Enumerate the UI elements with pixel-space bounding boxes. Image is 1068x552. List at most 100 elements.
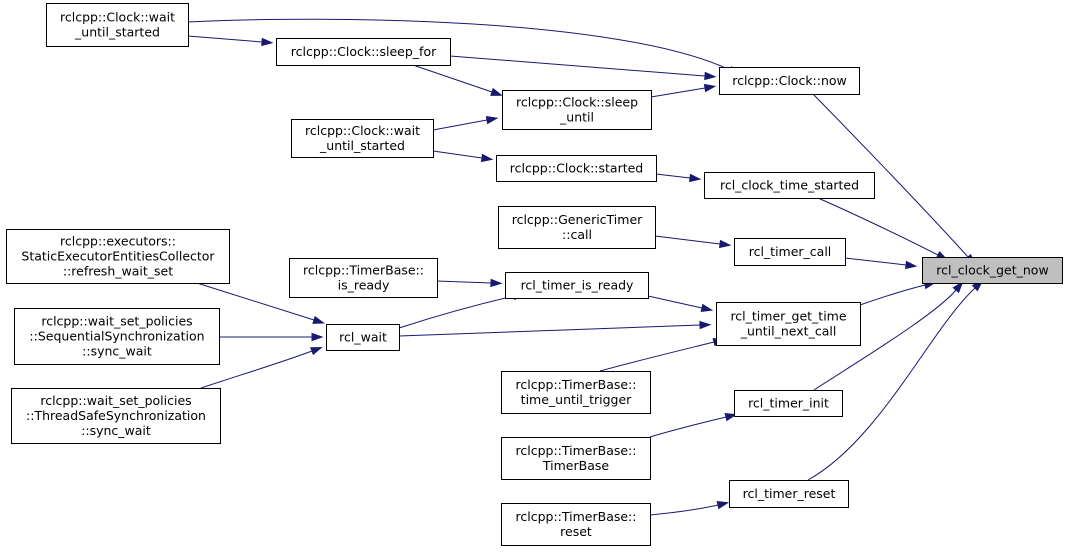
node-label: reset xyxy=(560,524,592,539)
edge-line xyxy=(398,295,515,329)
edge-rcl_timer_call-to-rcl_clock_get_now xyxy=(844,257,918,270)
node-box xyxy=(704,172,875,199)
node-clock-sleep-until[interactable]: rclcpp::Clock::sleep_until xyxy=(502,90,652,130)
node-label: _until_started xyxy=(74,25,160,40)
node-clock-started[interactable]: rclcpp::Clock::started xyxy=(496,155,657,182)
edge-rcl_timer_get_time_until_next_call-to-rcl_clock_get_now xyxy=(859,281,937,306)
edge-line xyxy=(859,284,926,306)
node-timerbase-ctor[interactable]: rclcpp::TimerBase::TimerBase xyxy=(501,437,651,480)
node-rcl-timer-call[interactable]: rcl_timer_call xyxy=(734,238,846,266)
edge-line xyxy=(812,93,969,258)
edge-ts_sync_wait-to-rcl_wait xyxy=(200,346,323,389)
arrowhead-icon xyxy=(716,501,730,510)
node-timerbase-reset[interactable]: rclcpp::TimerBase::reset xyxy=(501,503,651,546)
node-box xyxy=(501,437,651,480)
edge-line xyxy=(647,295,703,309)
arrowhead-icon xyxy=(699,320,712,330)
arrowhead-icon xyxy=(312,315,325,324)
node-label: ::refresh_wait_set xyxy=(63,264,173,279)
node-clock-now[interactable]: rclcpp::Clock::now xyxy=(719,67,860,95)
node-box xyxy=(734,390,843,417)
node-refresh-wait-set[interactable]: rclcpp::executors::StaticExecutorEntitie… xyxy=(6,229,230,284)
node-label: rclcpp::TimerBase:: xyxy=(516,443,637,458)
arrowhead-icon xyxy=(905,260,918,270)
edge-clock_wait_until_started_mid-to-clock_sleep_until xyxy=(432,115,499,131)
arrowhead-icon xyxy=(700,303,714,312)
node-label: rclcpp::TimerBase:: xyxy=(516,377,637,392)
node-box xyxy=(719,67,860,95)
node-label: rclcpp::GenericTimer xyxy=(512,212,643,227)
edge-rcl_timer_init-to-rcl_clock_get_now xyxy=(813,281,964,391)
node-rcl-wait[interactable]: rcl_wait xyxy=(326,324,400,351)
node-label: rclcpp::Clock::wait xyxy=(60,10,175,25)
node-label: ::sync_wait xyxy=(81,423,151,438)
edge-timerbase_ctor-to-rcl_timer_init xyxy=(649,413,738,438)
node-label: time_until_trigger xyxy=(521,392,633,407)
node-box xyxy=(734,238,846,266)
node-label: rcl_timer_reset xyxy=(743,486,836,501)
node-label: rclcpp::Clock::wait xyxy=(305,123,420,138)
edge-timerbase_is_ready-to-rcl_timer_is_ready xyxy=(436,278,503,288)
node-box xyxy=(501,371,651,414)
edge-clock_sleep_for-to-clock_now xyxy=(449,55,717,81)
node-label: ::call xyxy=(562,227,592,242)
arrowhead-icon xyxy=(724,413,738,422)
node-label: ::sync_wait xyxy=(82,344,152,359)
arrowhead-icon xyxy=(704,71,717,81)
edge-line xyxy=(187,35,263,43)
node-clock-sleep-for[interactable]: rclcpp::Clock::sleep_for xyxy=(276,38,451,66)
node-rcl-timer-get-time-until-next-call[interactable]: rcl_timer_get_time_until_next_call xyxy=(716,302,861,346)
node-generic-timer-call[interactable]: rclcpp::GenericTimer::call xyxy=(498,206,656,249)
node-seq-sync-wait[interactable]: rclcpp::wait_set_policies::SequentialSyn… xyxy=(14,308,220,365)
arrowhead-icon xyxy=(480,153,494,163)
node-rcl-timer-init[interactable]: rcl_timer_init xyxy=(734,390,843,417)
node-box xyxy=(502,90,652,130)
edge-clock_wait_until_started_top-to-clock_sleep_for xyxy=(187,35,274,47)
node-label: is_ready xyxy=(338,278,390,293)
node-box xyxy=(11,388,221,444)
arrowhead-icon xyxy=(718,239,732,249)
node-label: rcl_clock_time_started xyxy=(720,178,859,193)
node-label: rclcpp::Clock::started xyxy=(510,161,644,176)
edge-rcl_timer_is_ready-to-rcl_timer_get_time_until_next_call xyxy=(647,295,714,312)
node-box xyxy=(498,206,656,249)
node-box xyxy=(716,302,861,346)
node-rcl-clock-time-started[interactable]: rcl_clock_time_started xyxy=(704,172,875,199)
node-box xyxy=(729,480,849,508)
node-clock-wait-until-started-top[interactable]: rclcpp::Clock::wait_until_started xyxy=(46,3,189,47)
node-box xyxy=(922,257,1063,284)
node-box xyxy=(291,119,434,158)
node-clock-wait-until-started-mid[interactable]: rclcpp::Clock::wait_until_started xyxy=(291,119,434,158)
node-box xyxy=(289,258,438,298)
edge-line xyxy=(654,235,721,245)
edge-line xyxy=(813,289,957,391)
node-ts-sync-wait[interactable]: rclcpp::wait_set_policies::ThreadSafeSyn… xyxy=(11,388,221,444)
node-box xyxy=(6,229,230,284)
arrowhead-icon xyxy=(490,87,503,96)
edge-line xyxy=(187,18,731,71)
node-label: rclcpp::Clock::sleep_for xyxy=(291,44,437,59)
node-label: rclcpp::executors:: xyxy=(60,234,176,249)
edge-line xyxy=(807,287,976,481)
edge-line xyxy=(599,341,715,372)
node-timerbase-is-ready[interactable]: rclcpp::TimerBase::is_ready xyxy=(289,258,438,298)
node-label: TimerBase xyxy=(542,458,609,473)
node-label: _until_next_call xyxy=(740,324,837,339)
edge-clock_sleep_for-to-clock_sleep_until xyxy=(412,64,503,96)
node-label: _until_started xyxy=(319,138,405,153)
edge-line xyxy=(649,504,719,516)
arrowhead-icon xyxy=(689,173,702,183)
node-rcl-timer-reset[interactable]: rcl_timer_reset xyxy=(729,480,849,508)
node-rcl-timer-is-ready[interactable]: rcl_timer_is_ready xyxy=(505,272,649,299)
node-label: ::ThreadSafeSynchronization xyxy=(26,408,206,423)
arrowhead-icon xyxy=(485,115,499,125)
arrowhead-icon xyxy=(952,281,964,294)
node-time-until-trigger[interactable]: rclcpp::TimerBase::time_until_trigger xyxy=(501,371,651,414)
edge-seq_sync_wait-to-rcl_wait xyxy=(219,332,324,342)
node-label: rclcpp::TimerBase:: xyxy=(303,263,424,278)
node-label: rclcpp::Clock::now xyxy=(732,73,847,88)
node-rcl-clock-get-now[interactable]: rcl_clock_get_now xyxy=(922,257,1063,284)
edge-clock_started-to-rcl_clock_time_started xyxy=(655,173,702,183)
